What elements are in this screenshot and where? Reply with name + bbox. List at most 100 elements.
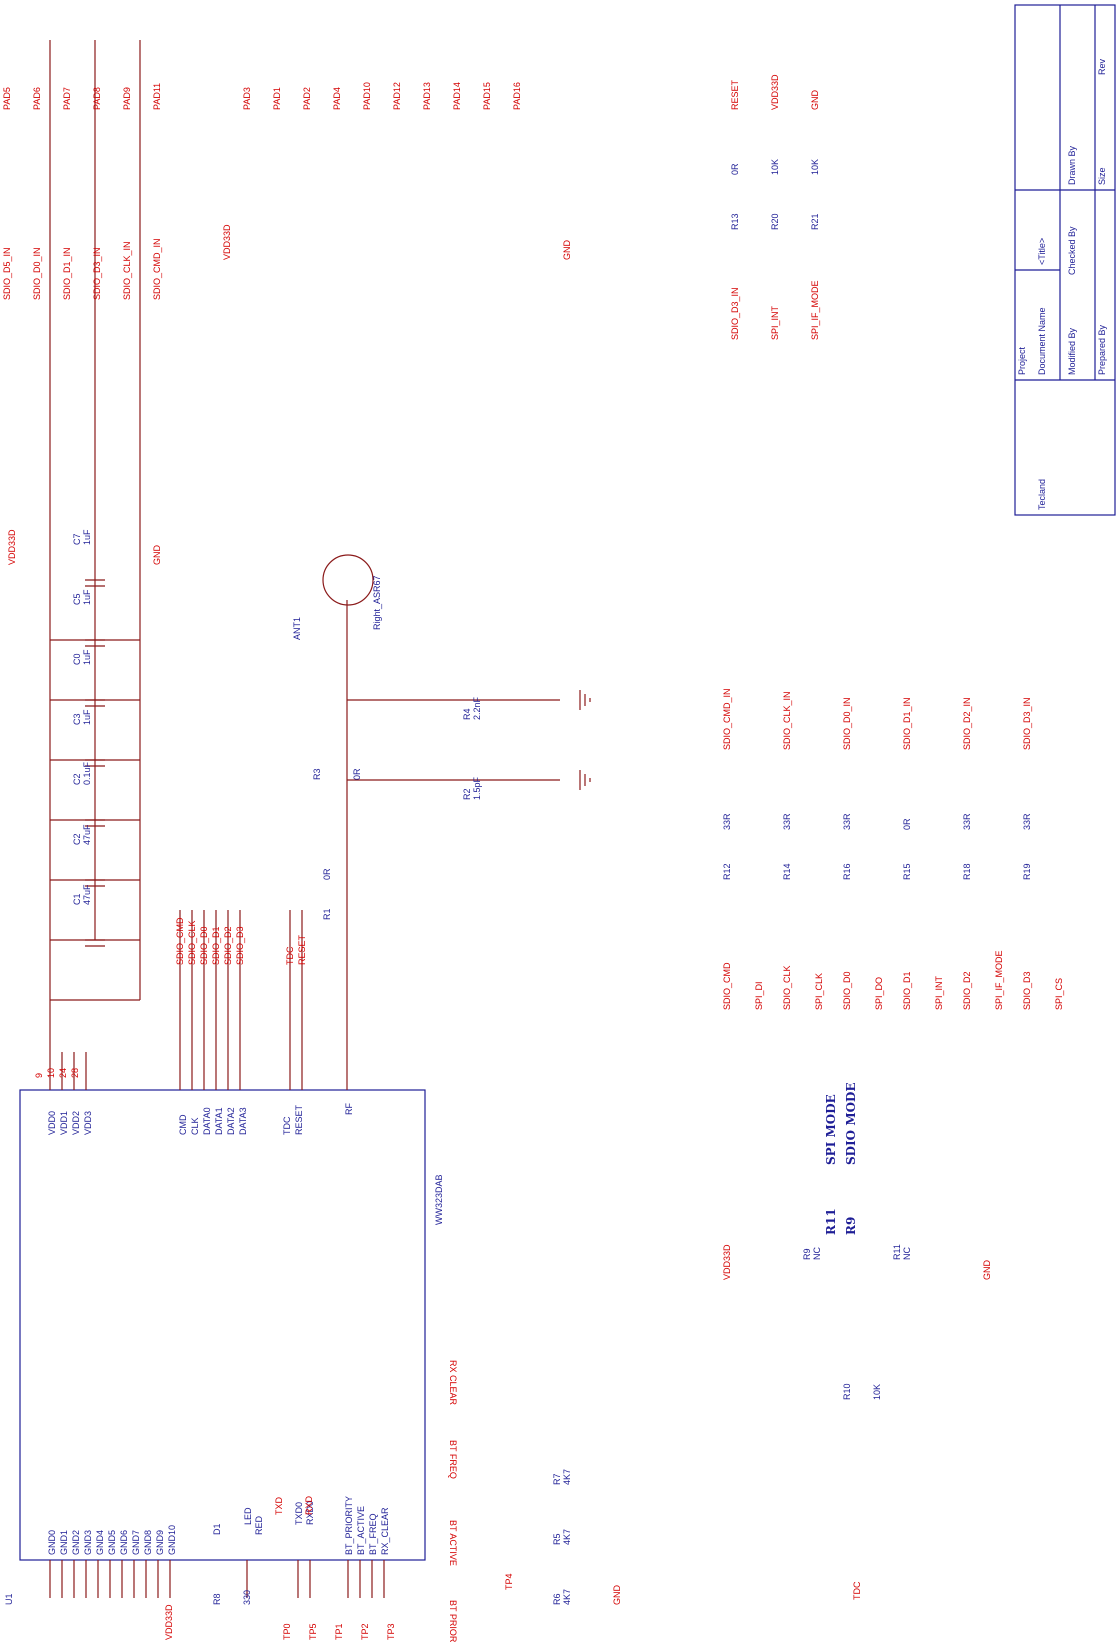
u1-gnd-pin: GND2: [71, 1530, 81, 1555]
u1-bt-pin: BT_PRIORITY: [344, 1496, 354, 1555]
tp4-label: TP4: [504, 1573, 514, 1590]
pad-label: PAD13: [422, 82, 432, 110]
cap-ref: C5: [72, 593, 82, 605]
u1-vdd-num: 10: [46, 1068, 56, 1078]
txd-label: TXD: [274, 1496, 284, 1515]
mid-val: 33R: [782, 813, 792, 830]
mid-ref: R14: [782, 863, 792, 880]
rf-path: [322, 554, 591, 1052]
tp-label: TP0: [282, 1623, 292, 1640]
gnd-label: GND: [982, 1260, 992, 1281]
net-label: SPI_INT: [770, 305, 780, 340]
gnd-label: GND: [152, 545, 162, 566]
mode-r11-val: NC: [902, 1247, 912, 1260]
u1-pin-stubs: [49, 1052, 385, 1598]
top-left-pads: SDIO_D5_IN SDIO_D0_IN SDIO_D1_IN SDIO_D3…: [2, 83, 162, 300]
net-label: SDIO_D3_IN: [92, 247, 102, 300]
u1-gnd-pin: GND4: [95, 1530, 105, 1555]
net-label: SDIO_D5_IN: [2, 247, 12, 300]
u1-net: SDIO_CMD: [175, 917, 185, 965]
u1-component: U1 WW323DAB GND0 GND1 GND2 GND3 GND4 GND…: [4, 1089, 444, 1605]
docname-label: Document Name: [1037, 307, 1047, 375]
ant-part: Right_ASR67: [372, 575, 382, 630]
mid-spi: SPI_DO: [874, 977, 884, 1010]
mid-ref: R12: [722, 863, 732, 880]
res-val: 10K: [770, 159, 780, 175]
cap-val: 1uF: [82, 649, 92, 665]
mode-table-r9: R9: [844, 1217, 858, 1235]
mid-spi: SPI_CS: [1054, 978, 1064, 1010]
u1-part: WW323DAB: [434, 1174, 444, 1225]
u1-designator: U1: [4, 1593, 14, 1605]
decap-labels: C1 47uF C2 47uF C2 0.1uF C3 1uF C0 1uF C…: [72, 529, 92, 905]
mid-val: 33R: [962, 813, 972, 830]
mid-net: SDIO_D1: [902, 971, 912, 1010]
rf-r1-val: 0R: [322, 868, 332, 880]
rf-r1: R1: [322, 908, 332, 920]
mid-ref: R18: [962, 863, 972, 880]
net-label: SDIO_D1_IN: [62, 247, 72, 300]
pad-label: PAD1: [272, 87, 282, 110]
mid-net: SDIO_D3: [1022, 971, 1032, 1010]
u1-net: SDIO_D0: [199, 926, 209, 965]
bt-res-ref: R6: [552, 1593, 562, 1605]
net-label: GND: [810, 90, 820, 111]
rf-r4: R4: [462, 708, 472, 720]
pad-label: PAD11: [152, 83, 162, 110]
pad-label: PAD6: [32, 87, 42, 110]
mid-net: SDIO_CLK: [782, 965, 792, 1010]
mid-net: SDIO_CMD: [722, 962, 732, 1010]
u1-net: SDIO_D3: [235, 926, 245, 965]
u1-gnd-pin: GND10: [167, 1525, 177, 1555]
tp-label: TP2: [360, 1623, 370, 1640]
mode-tdc: TDC: [852, 1581, 862, 1600]
u1-net: SDIO_CLK: [187, 920, 197, 965]
mid-spi: SPI_IF_MODE: [994, 950, 1004, 1010]
bt-label: RX CLEAR: [448, 1360, 458, 1406]
r8-val: 330: [242, 1590, 252, 1605]
u1-sdio-netlabels: SDIO_CMD SDIO_CLK SDIO_D0 SDIO_D1 SDIO_D…: [175, 917, 307, 965]
vdd-label: VDD33D: [7, 529, 17, 565]
mode-r10: R10: [842, 1383, 852, 1400]
mode-table-r11: R11: [824, 1208, 838, 1235]
bt-label: BT ACTIVE: [448, 1520, 458, 1566]
mid-spi: SPI_DI: [754, 981, 764, 1010]
pad-label: PAD3: [242, 87, 252, 110]
u1-txd-pin: TXD0: [294, 1502, 304, 1525]
vdd-label: VDD33D: [164, 1604, 174, 1640]
mid-val: 33R: [1022, 813, 1032, 830]
bt-res-ref: R7: [552, 1473, 562, 1485]
bottom-left-group: R8 330 D1 RED TXD RXD VDD33D TP0 TP5 TP1…: [164, 1360, 622, 1643]
gnd-label: GND: [562, 240, 572, 261]
mid-spi: SPI_CLK: [814, 973, 824, 1010]
bt-res-ref: R5: [552, 1533, 562, 1545]
mode-table-sdio: SDIO MODE: [844, 1082, 858, 1165]
rf-r3: R3: [312, 768, 322, 780]
cap-ref: C0: [72, 653, 82, 665]
u1-gnd-pin: GND6: [119, 1530, 129, 1555]
u1-net: RESET: [297, 934, 307, 965]
prepared-label: Prepared By: [1097, 324, 1107, 375]
net-label: SDIO_D3_IN: [730, 287, 740, 340]
logo: Tecland: [1037, 479, 1047, 510]
rev-label: Rev: [1097, 58, 1107, 75]
pad-label: PAD5: [2, 87, 12, 110]
cap-val: 47uF: [82, 824, 92, 845]
pad-label: PAD15: [482, 82, 492, 110]
cap-ref: C1: [72, 893, 82, 905]
rf-r2: R2: [462, 788, 472, 800]
rf-r2-val: 1.5pF: [472, 776, 482, 800]
ant-ref: ANT1: [292, 617, 302, 640]
u1-sd-pin: CLK: [190, 1117, 200, 1135]
u1-gnd-pin: GND8: [143, 1530, 153, 1555]
bt-res-val: 4K7: [562, 1529, 572, 1545]
cap-val: 1uF: [82, 709, 92, 725]
res-ref: R20: [770, 213, 780, 230]
u1-body: [19, 1089, 426, 1561]
cap-val: 1uF: [82, 589, 92, 605]
cap-ref: C2: [72, 773, 82, 785]
title-label: <Title>: [1037, 238, 1047, 265]
mid-out: SDIO_D0_IN: [842, 697, 852, 750]
u1-vdd-pin: VDD0: [47, 1111, 57, 1135]
